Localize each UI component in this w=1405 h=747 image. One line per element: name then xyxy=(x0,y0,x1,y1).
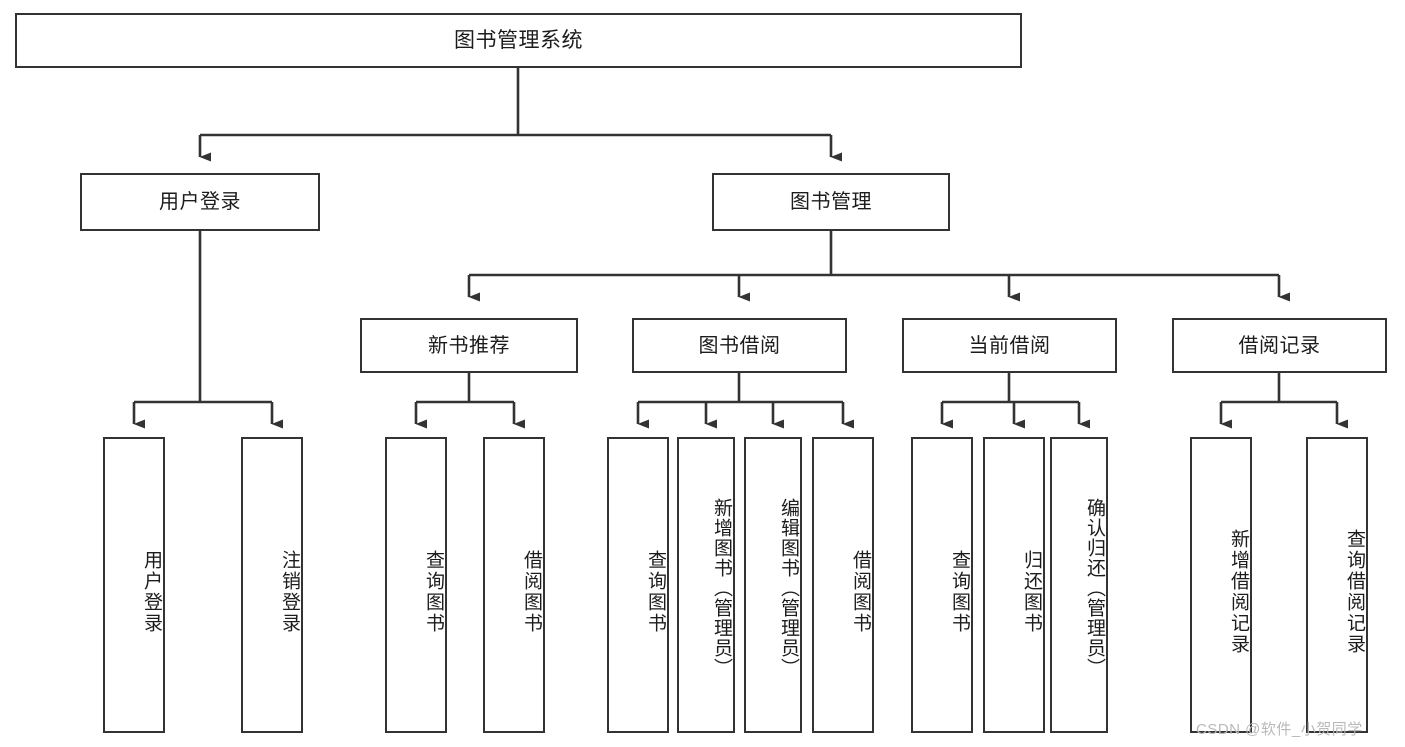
node-label: 借阅图书 xyxy=(850,550,871,634)
node-label: 归还图书 xyxy=(1021,550,1042,634)
node-label: 用户登录 xyxy=(159,191,241,213)
node-label: 借阅图书 xyxy=(521,550,542,634)
node-label: 借阅记录 xyxy=(1238,334,1321,357)
node-label: 查询图书 xyxy=(645,550,666,634)
node-leaf-query-book-2[interactable]: 查询图书 xyxy=(607,437,669,733)
node-book-borrow[interactable]: 图书借阅 xyxy=(632,318,847,373)
node-label: 新增借阅记录 xyxy=(1228,529,1249,655)
node-leaf-query-book-1[interactable]: 查询图书 xyxy=(385,437,447,733)
node-root-system[interactable]: 图书管理系统 xyxy=(15,13,1022,68)
node-leaf-add-record[interactable]: 新增借阅记录 xyxy=(1190,437,1252,733)
node-label: 新书推荐 xyxy=(428,334,510,357)
node-label: 当前借阅 xyxy=(968,334,1051,357)
node-new-book-recommend[interactable]: 新书推荐 xyxy=(360,318,578,373)
node-label: 查询图书 xyxy=(423,550,444,634)
node-leaf-logout[interactable]: 注销登录 xyxy=(241,437,303,733)
node-label: 新增图书（管理员） xyxy=(711,498,732,678)
node-leaf-query-record[interactable]: 查询借阅记录 xyxy=(1306,437,1368,733)
node-current-borrow[interactable]: 当前借阅 xyxy=(902,318,1117,373)
node-label: 查询图书 xyxy=(949,550,970,634)
node-label: 编辑图书（管理员） xyxy=(778,498,799,678)
node-label: 图书借阅 xyxy=(698,334,781,357)
node-book-manage[interactable]: 图书管理 xyxy=(712,173,950,231)
node-label: 图书管理系统 xyxy=(454,28,583,52)
node-leaf-return-book[interactable]: 归还图书 xyxy=(983,437,1045,733)
node-leaf-query-book-3[interactable]: 查询图书 xyxy=(911,437,973,733)
node-label: 查询借阅记录 xyxy=(1344,529,1365,655)
node-label: 注销登录 xyxy=(279,550,300,634)
node-label: 确认归还（管理员） xyxy=(1084,498,1105,678)
node-leaf-borrow-book-2[interactable]: 借阅图书 xyxy=(812,437,874,733)
node-leaf-edit-book[interactable]: 编辑图书（管理员） xyxy=(744,437,802,733)
node-borrow-record[interactable]: 借阅记录 xyxy=(1172,318,1387,373)
watermark-text: CSDN @软件_小贺同学 xyxy=(1196,721,1363,738)
node-leaf-add-book[interactable]: 新增图书（管理员） xyxy=(677,437,735,733)
node-leaf-user-login[interactable]: 用户登录 xyxy=(103,437,165,733)
node-label: 用户登录 xyxy=(141,550,162,634)
node-label: 图书管理 xyxy=(790,191,872,213)
node-leaf-confirm-return[interactable]: 确认归还（管理员） xyxy=(1050,437,1108,733)
node-leaf-borrow-book-1[interactable]: 借阅图书 xyxy=(483,437,545,733)
node-user-login[interactable]: 用户登录 xyxy=(80,173,320,231)
